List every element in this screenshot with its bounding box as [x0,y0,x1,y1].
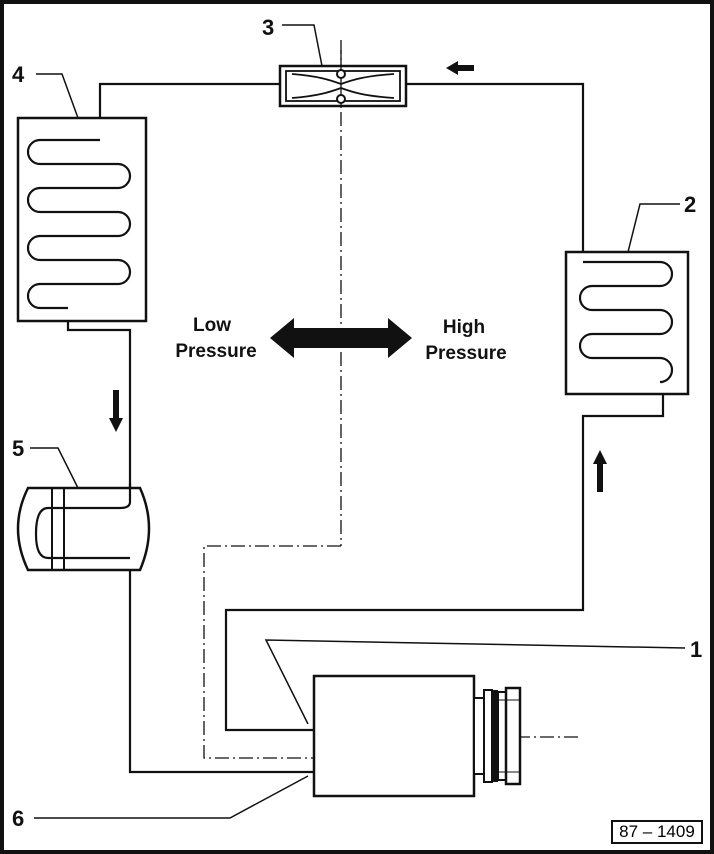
pressure-divider-line [203,40,580,759]
evaporator [16,116,148,323]
compressor [312,674,522,798]
callout-4: 4 [12,62,25,87]
flow-arrow-up-icon [593,450,607,492]
high-pressure-label-line2: Pressure [425,343,506,364]
flow-arrows [109,61,607,492]
flow-arrow-left-icon [446,61,474,75]
refrigerant-lines [66,82,665,774]
flow-arrow-down-icon [109,390,123,432]
callout-leaders [30,24,686,819]
callout-2: 2 [684,192,696,217]
high-pressure-label-line1: High [443,317,485,338]
callout-6: 6 [12,806,24,831]
callout-1: 1 [690,637,702,662]
receiver-drier [16,484,151,572]
callout-3: 3 [262,15,274,40]
callout-5: 5 [12,436,24,461]
expansion-valve [278,50,408,108]
condenser [564,250,690,396]
low-pressure-label-line1: Low [193,315,231,336]
double-arrow-icon [270,318,412,358]
figure-id-box: 87 – 1409 [611,820,703,844]
figure-id-label: 87 – 1409 [619,822,695,841]
low-pressure-label-line2: Pressure [175,341,256,362]
